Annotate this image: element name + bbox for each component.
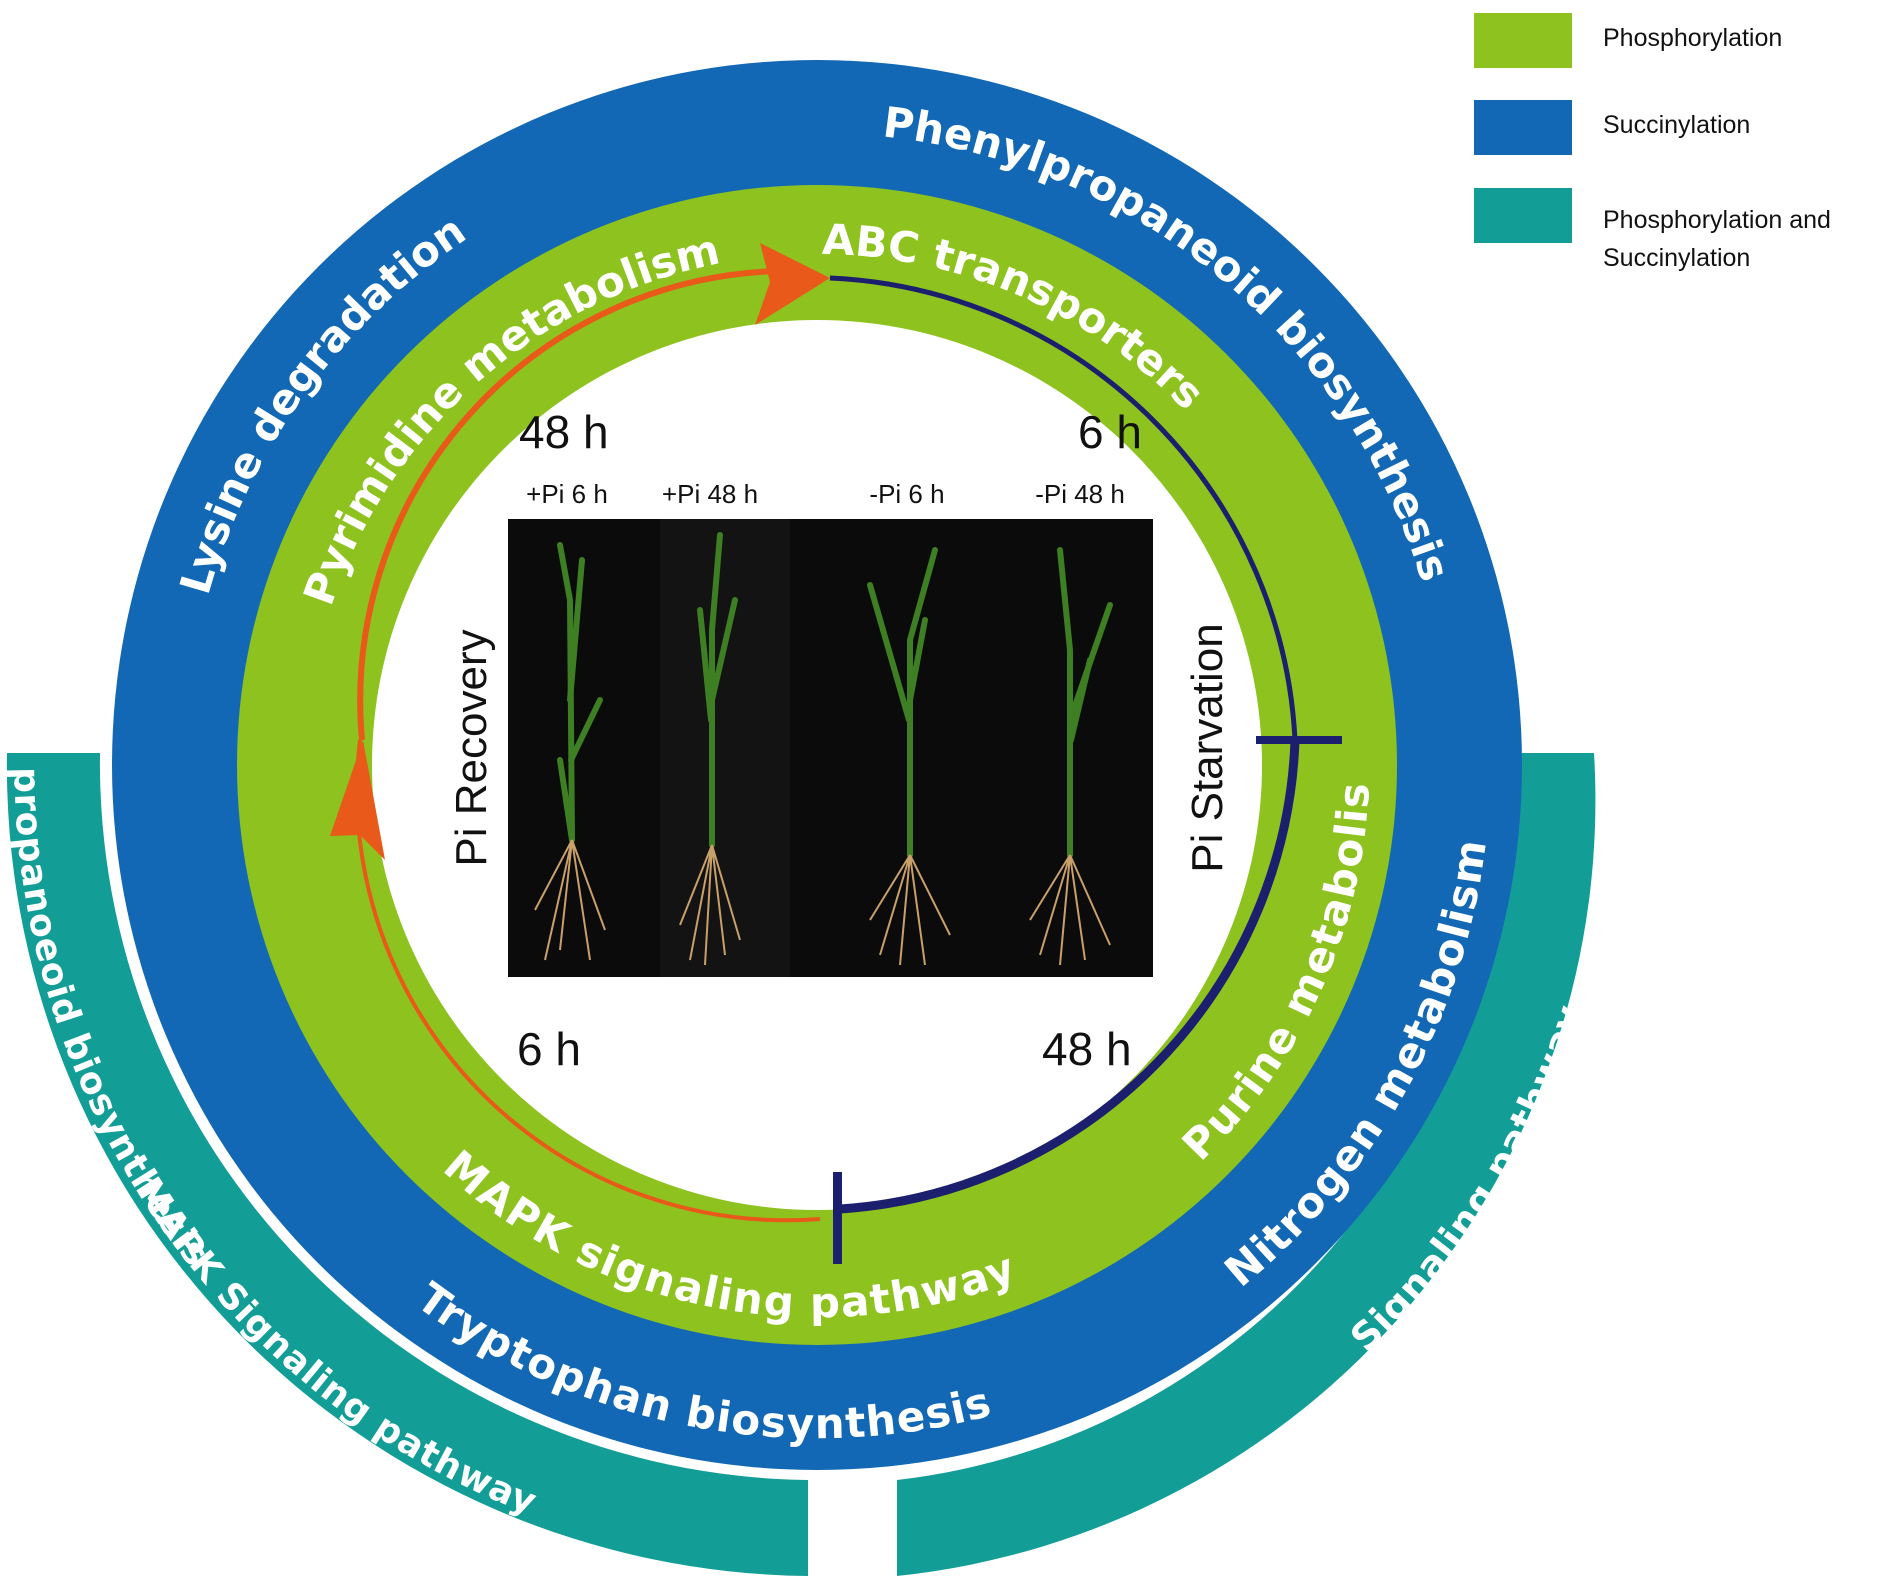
legend-label-phosphorylation: Phosphorylation [1603, 24, 1782, 52]
starvation-bar-lower [833, 1172, 842, 1264]
seedling-3 [867, 547, 938, 858]
legend-swatch-succinylation [1474, 100, 1572, 155]
time-bottom-left: 6 h [517, 1023, 581, 1075]
time-top-left: 48 h [519, 406, 609, 458]
photo-label-2: +Pi 48 h [662, 479, 758, 509]
teal-arc-left [6, 753, 808, 1576]
pi-starvation-label: Pi Starvation [1183, 623, 1232, 872]
seedling-roots [534, 839, 1111, 966]
legend-label-both-line2: Succinylation [1603, 244, 1750, 272]
photo-label-3: -Pi 6 h [869, 479, 944, 509]
starvation-arc-upper [829, 275, 1298, 741]
teal-arc-right [897, 753, 1596, 1576]
photo-labels: +Pi 6 h +Pi 48 h -Pi 6 h -Pi 48 h [526, 479, 1125, 509]
legend-label-both-line1: Phosphorylation and [1603, 206, 1831, 234]
legend: Phosphorylation Succinylation Phosphoryl… [1474, 13, 1831, 272]
recovery-arc-lower [355, 739, 821, 1223]
seedling-1 [557, 542, 603, 843]
legend-swatch-both [1474, 188, 1572, 243]
pi-recovery-label: Pi Recovery [447, 629, 496, 866]
starvation-arc-lower [839, 739, 1300, 1214]
photo-label-4: -Pi 48 h [1035, 479, 1125, 509]
recovery-arrowhead-lower [330, 740, 385, 860]
starvation-bar-upper [1256, 736, 1342, 744]
time-top-right: 6 h [1078, 406, 1142, 458]
legend-label-succinylation: Succinylation [1603, 111, 1750, 139]
recovery-arrowhead-upper [755, 243, 830, 325]
seedling-2 [697, 532, 738, 848]
time-bottom-right: 48 h [1042, 1023, 1132, 1075]
recovery-arc-upper [357, 268, 781, 741]
seedling-photo [508, 519, 1153, 977]
photo-label-1: +Pi 6 h [526, 479, 608, 509]
seedling-4 [1057, 547, 1113, 858]
legend-swatch-phosphorylation [1474, 13, 1572, 68]
